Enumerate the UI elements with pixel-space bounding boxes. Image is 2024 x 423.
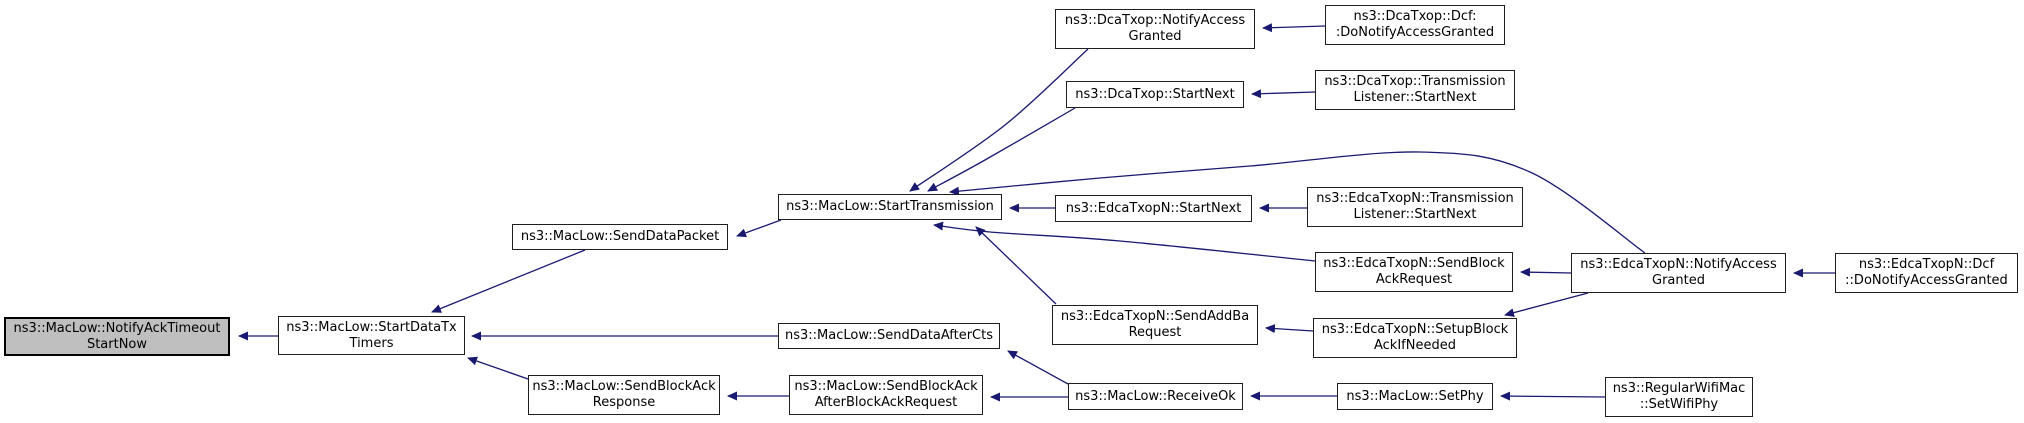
graph-node-maclow-send-data-packet[interactable]: ns3::MacLow::SendDataPacket	[512, 224, 728, 250]
graph-node-maclow-start-transmission[interactable]: ns3::MacLow::StartTransmission	[778, 194, 1002, 220]
graph-node-label: ns3::EdcaTxopN::Dcf	[1858, 257, 1995, 272]
edge-edcatxopn-notify-access-granted-to-edcatxopn-setup-block-ack-if-needed	[1504, 292, 1589, 318]
graph-node-label: ns3::MacLow::SendBlockAck	[532, 379, 716, 394]
graph-node-label: ns3::DcaTxop::StartNext	[1075, 86, 1235, 102]
edge-edcatxopn-setup-block-ack-if-needed-to-edcatxopn-send-add-ba-request	[1265, 324, 1314, 334]
graph-node-label: ns3::DcaTxop::Dcf:	[1353, 9, 1477, 24]
graph-node-label: Granted	[1128, 29, 1182, 44]
graph-node-label: ns3::EdcaTxopN::NotifyAccess	[1580, 257, 1777, 272]
graph-node-label: ns3::DcaTxop::NotifyAccess	[1064, 13, 1246, 28]
graph-node-label: ns3::DcaTxop::Transmission	[1324, 74, 1506, 89]
graph-node-label: Granted	[1652, 273, 1705, 288]
graph-node-label: AckIfNeeded	[1374, 338, 1456, 353]
graph-node-label: Listener::StartNext	[1353, 90, 1477, 105]
graph-node-label: AckRequest	[1375, 272, 1453, 287]
graph-node-dcatxop-dcf-do-notify-access-granted[interactable]: ns3::DcaTxop::Dcf::DoNotifyAccessGranted	[1325, 5, 1505, 45]
graph-node-label: ns3::MacLow::SendBlockAck	[794, 379, 978, 394]
graph-node-label: ns3::EdcaTxopN::SendBlock	[1323, 256, 1505, 271]
graph-node-label: ns3::MacLow::SendDataPacket	[520, 229, 720, 244]
edge-dcatxop-dcf-do-notify-access-granted-to-dcatxop-notify-access-granted	[1262, 23, 1326, 33]
graph-node-dcatxop-start-next[interactable]: ns3::DcaTxop::StartNext	[1066, 81, 1244, 108]
edge-edcatxopn-notify-access-granted-to-edcatxopn-send-block-ack-request	[1520, 267, 1572, 277]
graph-node-label: ns3::EdcaTxopN::SendAddBa	[1060, 309, 1250, 324]
graph-node-label: :DoNotifyAccessGranted	[1335, 25, 1495, 40]
edge-maclow-send-block-ack-response-to-maclow-start-data-tx-timers	[467, 356, 529, 380]
edge-dcatxop-listener-start-next-to-dcatxop-start-next	[1251, 89, 1316, 99]
graph-node-label: ::DoNotifyAccessGranted	[1845, 273, 2008, 288]
graph-node-label: Request	[1128, 325, 1182, 340]
graph-node-regularwifimac-set-wifi-phy[interactable]: ns3::RegularWifiMac::SetWifiPhy	[1605, 377, 1753, 417]
graph-node-label: ns3::MacLow::SendDataAfterCts	[785, 328, 993, 343]
graph-node-edcatxopn-start-next[interactable]: ns3::EdcaTxopN::StartNext	[1055, 195, 1252, 222]
edges-group	[238, 23, 1835, 402]
graph-node-label: ns3::EdcaTxopN::SetupBlock	[1321, 322, 1509, 337]
graph-node-label: ns3::MacLow::SetPhy	[1346, 388, 1484, 404]
edge-regularwifimac-set-wifi-phy-to-maclow-set-phy	[1500, 391, 1606, 401]
graph-node-maclow-set-phy[interactable]: ns3::MacLow::SetPhy	[1337, 383, 1493, 410]
graph-node-label: ns3::MacLow::StartDataTx	[286, 319, 457, 335]
edge-edcatxopn-notify-access-granted-to-maclow-start-transmission	[949, 151, 1646, 254]
graph-node-label: AfterBlockAckRequest	[814, 395, 958, 410]
graph-node-label: Timers	[349, 335, 394, 351]
graph-node-label: ns3::EdcaTxopN::Transmission	[1316, 191, 1514, 206]
graph-node-label: ns3::EdcaTxopN::StartNext	[1065, 200, 1242, 216]
graph-node-label: ns3::MacLow::StartTransmission	[786, 199, 994, 214]
edge-edcatxopn-send-block-ack-request-to-maclow-start-transmission	[933, 221, 1316, 262]
graph-node-edcatxopn-dcf-do-notify-access-granted[interactable]: ns3::EdcaTxopN::Dcf::DoNotifyAccessGrant…	[1835, 253, 2018, 293]
edge-maclow-receive-ok-to-maclow-send-data-after-cts	[1007, 350, 1069, 385]
graph-node-label: Listener::StartNext	[1353, 207, 1477, 222]
graph-node-maclow-send-data-after-cts[interactable]: ns3::MacLow::SendDataAfterCts	[778, 323, 1000, 349]
graph-node-maclow-receive-ok[interactable]: ns3::MacLow::ReceiveOk	[1068, 383, 1243, 410]
edge-edcatxopn-send-add-ba-request-to-maclow-start-transmission	[975, 226, 1057, 305]
edge-dcatxop-start-next-to-maclow-start-transmission	[927, 107, 1076, 192]
graph-node-label: ns3::MacLow::ReceiveOk	[1075, 388, 1236, 404]
edge-maclow-send-data-packet-to-maclow-start-data-tx-timers	[431, 249, 586, 313]
edge-dcatxop-notify-access-granted-to-maclow-start-transmission	[909, 48, 1089, 192]
graph-node-label: ns3::MacLow::NotifyAckTimeout	[13, 320, 221, 336]
graph-node-label: StartNow	[86, 336, 148, 352]
graph-node-label: ::SetWifiPhy	[1639, 397, 1719, 412]
graph-node-label: Response	[592, 395, 656, 410]
edge-maclow-start-transmission-to-maclow-send-data-packet	[736, 219, 782, 238]
graph-node-label: ns3::RegularWifiMac	[1612, 381, 1746, 396]
